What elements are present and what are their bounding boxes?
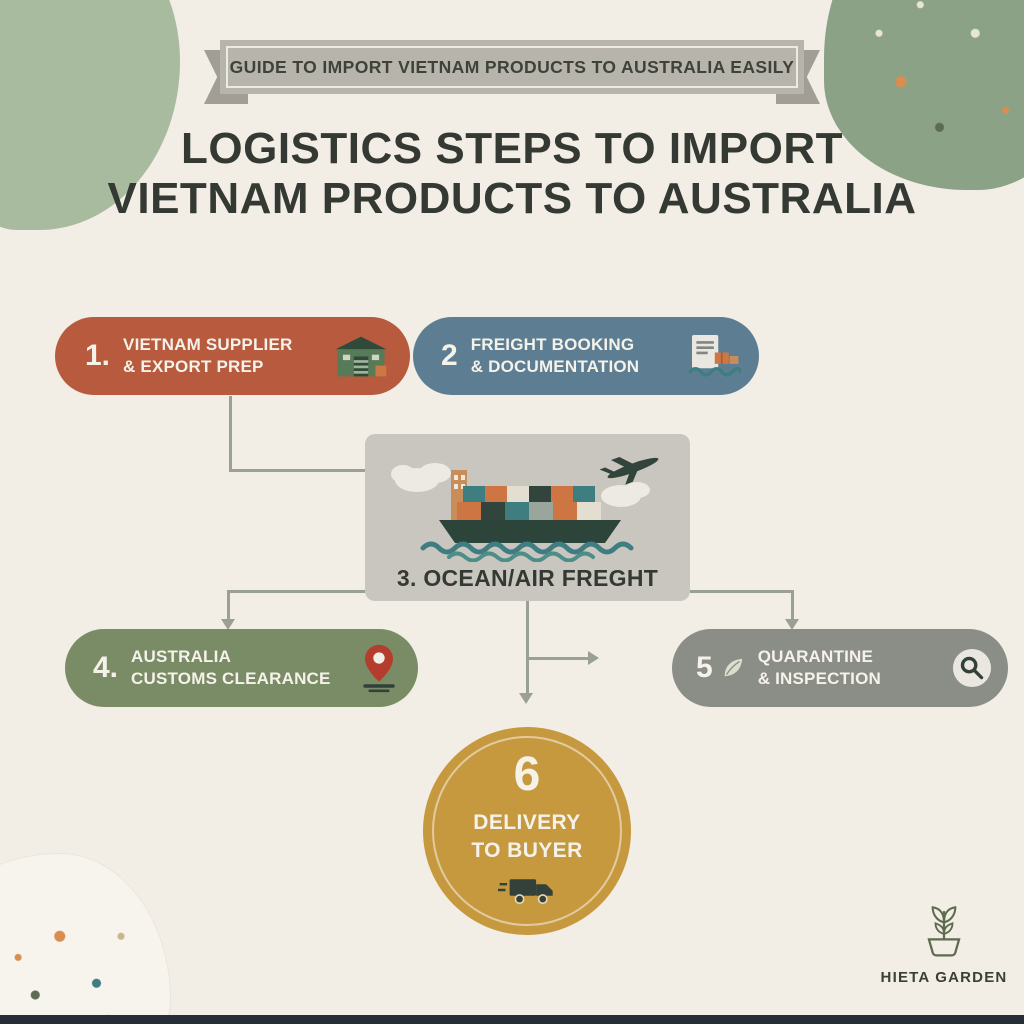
plant-in-pot-icon: [911, 906, 977, 966]
step-5-quarantine-inspection: 5 QUARANTINE & INSPECTION: [672, 629, 1008, 707]
connector-step1-box-horizontal: [229, 469, 365, 472]
connector-box-step4-horizontal: [227, 590, 365, 593]
step-2-number: 2: [441, 339, 458, 372]
brand-logo: HIETA GARDEN: [874, 896, 1014, 986]
connector-step1-box-vertical: [229, 396, 232, 472]
step-3-ocean-air-freight: 3. OCEAN/AIR FREGHT: [365, 434, 690, 601]
connector-box-step5-horizontal: [690, 590, 794, 593]
waves-1: [420, 541, 634, 555]
step-6-label: DELIVERY TO BUYER: [471, 811, 583, 862]
step-4-label: AUSTRALIA CUSTOMS CLEARANCE: [131, 646, 331, 688]
step-4-customs-clearance: 4. AUSTRALIA CUSTOMS CLEARANCE: [65, 629, 418, 707]
connector-branch-right: [529, 657, 591, 660]
step-4-number: 4.: [93, 651, 119, 684]
bottom-edge-bar: [0, 1015, 1024, 1024]
step-2-freight-booking: 2 FREIGHT BOOKING & DOCUMENTATION: [413, 317, 759, 395]
page-title: LOGISTICS STEPS TO IMPORT VIETNAM PRODUC…: [0, 124, 1024, 224]
step-1-vietnam-supplier: 1. VIETNAM SUPPLIER & EXPORT PREP: [55, 317, 410, 395]
truck-icon: [498, 874, 556, 911]
step-6-number: 6: [513, 748, 541, 802]
waves-2: [447, 551, 595, 562]
arrowhead-step5: [785, 619, 799, 630]
step-5-number: 5: [696, 651, 713, 684]
arrowhead-branch-right: [588, 651, 599, 665]
step-1-number: 1.: [85, 339, 111, 372]
documents-icon: [685, 333, 741, 379]
containers-upper: [463, 486, 595, 502]
step-2-label: FREIGHT BOOKING & DOCUMENTATION: [470, 334, 640, 376]
title-line-2: VIETNAM PRODUCTS TO AUSTRALIA: [107, 174, 917, 223]
arrowhead-step6: [519, 693, 533, 704]
decor-blob-bottom-left-terrazzo: [0, 854, 170, 1024]
ship-hull: [439, 520, 621, 543]
step-1-label: VIETNAM SUPPLIER & EXPORT PREP: [123, 334, 293, 376]
leaf-icon: [721, 656, 745, 680]
connector-box-step4-vertical: [227, 590, 230, 622]
connector-box-step6-vertical: [526, 601, 529, 696]
banner-text: GUIDE TO IMPORT VIETNAM PRODUCTS TO AUST…: [229, 56, 795, 77]
banner-ribbon: GUIDE TO IMPORT VIETNAM PRODUCTS TO AUST…: [204, 40, 820, 104]
containers-lower: [457, 502, 601, 520]
arrowhead-step4: [221, 619, 235, 630]
step-5-label: QUARANTINE & INSPECTION: [757, 646, 881, 688]
step-6-delivery-to-buyer: 6 DELIVERY TO BUYER: [423, 727, 631, 935]
airplane: [599, 456, 659, 485]
clouds: [391, 463, 650, 507]
location-pin-icon: [358, 643, 400, 694]
title-line-1: LOGISTICS STEPS TO IMPORT: [181, 124, 843, 173]
connector-box-step5-vertical: [791, 590, 794, 622]
decor-blob-top-right-speckled: [824, 0, 1024, 190]
warehouse-icon: [332, 333, 390, 380]
step-3-label: 3. OCEAN/AIR FREGHT: [396, 565, 659, 591]
brand-name: HIETA GARDEN: [880, 969, 1008, 986]
magnifier-icon: [952, 648, 992, 688]
ribbon-body: GUIDE TO IMPORT VIETNAM PRODUCTS TO AUST…: [220, 40, 804, 94]
